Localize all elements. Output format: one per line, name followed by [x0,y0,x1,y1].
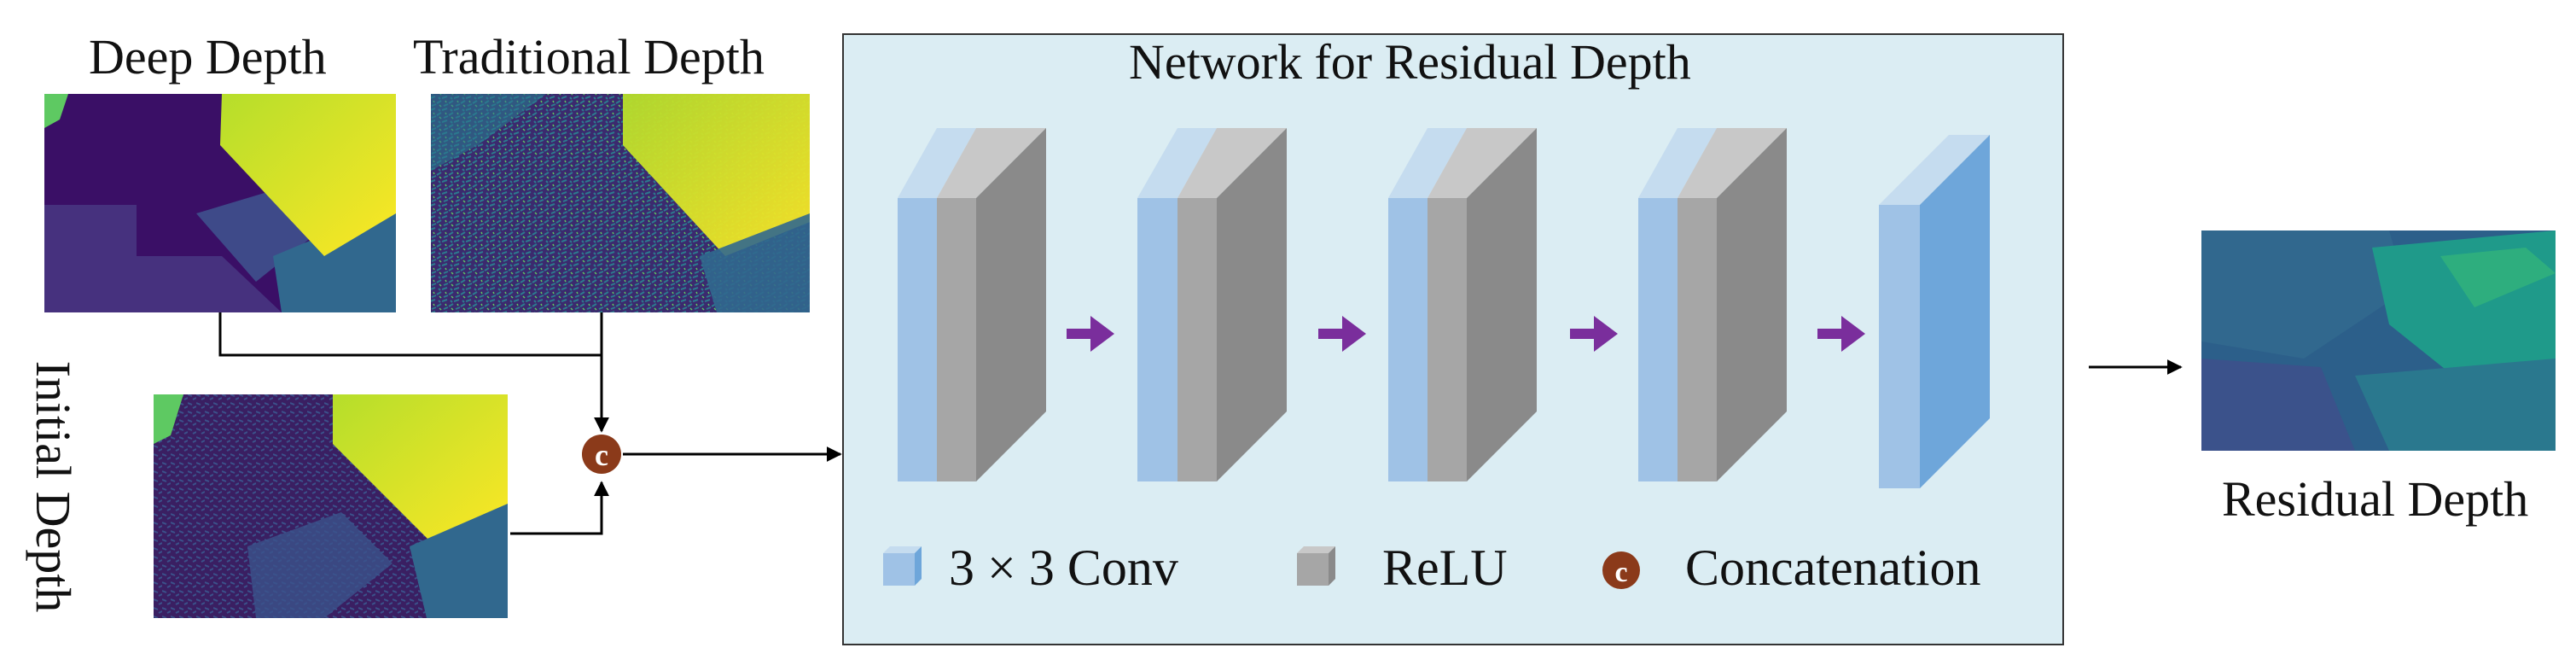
legend-relu-label: ReLU [1382,540,1508,596]
legend: 3 × 3 Conv ReLU c Concatenation [883,540,1981,596]
conv-relu-block-4 [1638,128,1787,481]
flow-arrows [1067,316,1865,352]
legend-concat-label: Concatenation [1685,540,1981,596]
network-title: Network for Residual Depth [1129,34,1691,90]
input-connectors [218,312,842,535]
traditional-depth-label: Traditional Depth [413,29,765,85]
legend-relu-icon [1297,546,1335,586]
initial-depth-label: Initial Depth [26,360,81,613]
concat-node-symbol: c [595,438,608,472]
svg-text:c: c [1614,557,1627,588]
initial-depth-image [154,394,508,618]
legend-concat-icon: c [1602,551,1640,589]
residual-depth-image [2201,230,2556,451]
traditional-depth-image [431,94,810,312]
concat-node: c [582,435,621,474]
legend-conv-icon [883,546,922,586]
legend-conv-label: 3 × 3 Conv [949,540,1178,596]
conv-block-final [1879,135,1990,488]
flow-arrow-1 [1067,316,1114,352]
conv-relu-block-2 [1137,128,1287,481]
flow-arrow-4 [1817,316,1865,352]
residual-depth-label: Residual Depth [2222,471,2529,527]
flow-arrow-3 [1570,316,1618,352]
conv-relu-block-3 [1388,128,1537,481]
flow-arrow-2 [1318,316,1366,352]
deep-depth-label: Deep Depth [89,29,327,85]
conv-relu-block-1 [898,128,1046,481]
deep-depth-image [44,94,396,312]
